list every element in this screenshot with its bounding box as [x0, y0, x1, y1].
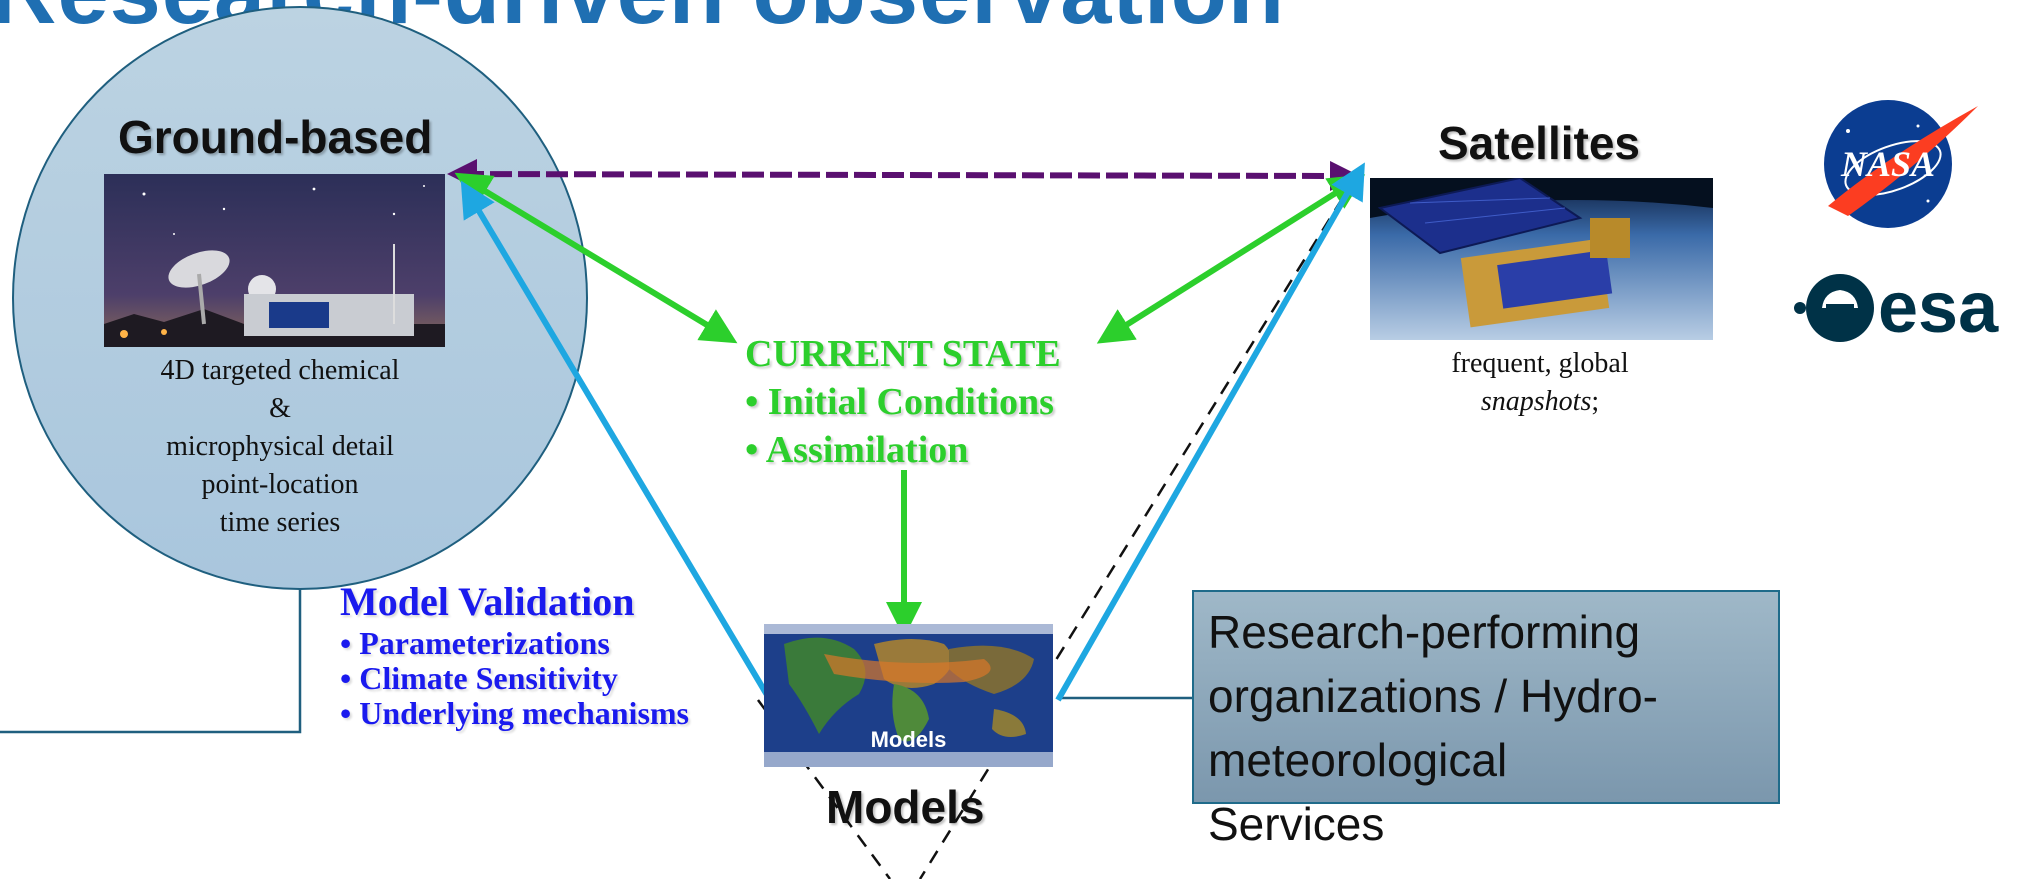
research-text-line: Research-performing — [1208, 606, 1641, 658]
model-validation-item: • Climate Sensitivity — [340, 660, 618, 696]
ground-description-line: & — [269, 393, 291, 424]
current-state-item: • Assimilation — [745, 429, 969, 471]
ground-description-line: microphysical detail — [166, 431, 394, 462]
nasa-logo: NASA — [1808, 96, 1988, 236]
ground-description-line: 4D targeted chemical — [160, 355, 400, 386]
model-validation-item: • Underlying mechanisms — [340, 695, 689, 731]
current-state-title: CURRENT STATE — [745, 333, 1061, 375]
current-state-item: • Initial Conditions — [745, 381, 1054, 423]
satellite-current-state-arrow — [1096, 174, 1366, 344]
models-title: Models — [826, 781, 985, 833]
current-state-block: CURRENT STATE • Initial Conditions • Ass… — [745, 330, 1061, 474]
ground-to-left-connector — [0, 588, 302, 734]
satellite-image — [1370, 178, 1713, 340]
snapshots-suffix: ; — [1591, 386, 1600, 417]
ground-based-description: 4D targeted chemical & microphysical det… — [100, 352, 460, 542]
dashed-line-right — [918, 177, 1357, 879]
ground-based-title: Ground-based — [118, 111, 433, 163]
ground-description-line: time series — [219, 507, 341, 538]
snapshots-text: snapshots — [1480, 386, 1592, 417]
ground-description-line: point-location — [201, 469, 359, 500]
model-validation-item: • Parameterizations — [340, 625, 610, 661]
satellites-description: frequent, global snapshots; — [1400, 345, 1680, 421]
research-text-line: meteorological — [1208, 734, 1508, 786]
research-organizations-text: Research-performing organizations / Hydr… — [1208, 600, 1768, 856]
research-organizations-box — [1192, 590, 1780, 804]
nasa-logo-text: NASA — [1840, 144, 1935, 184]
model-validation-title: Model Validation — [340, 579, 635, 624]
models-ground-arrow — [460, 180, 773, 702]
research-text-line: Services — [1208, 798, 1385, 850]
research-text-line: organizations / Hydro- — [1208, 670, 1658, 722]
models-satellite-arrow — [1055, 162, 1365, 702]
esa-logo-text: esa — [1878, 268, 1999, 348]
satellites-description-line: frequent, global — [1451, 348, 1629, 379]
models-image-label: Models — [870, 727, 947, 752]
model-validation-block: Model Validation • Parameterizations • C… — [340, 578, 689, 731]
ground-current-state-arrow — [454, 172, 738, 344]
ground-satellite-arrow — [447, 159, 1360, 191]
satellites-description-line-2: snapshots; — [1400, 383, 1680, 421]
models-image: Models — [764, 624, 1053, 767]
esa-logo: esa — [1790, 262, 2020, 352]
ground-station-image — [104, 174, 445, 347]
satellites-title: Satellites — [1438, 117, 1640, 169]
